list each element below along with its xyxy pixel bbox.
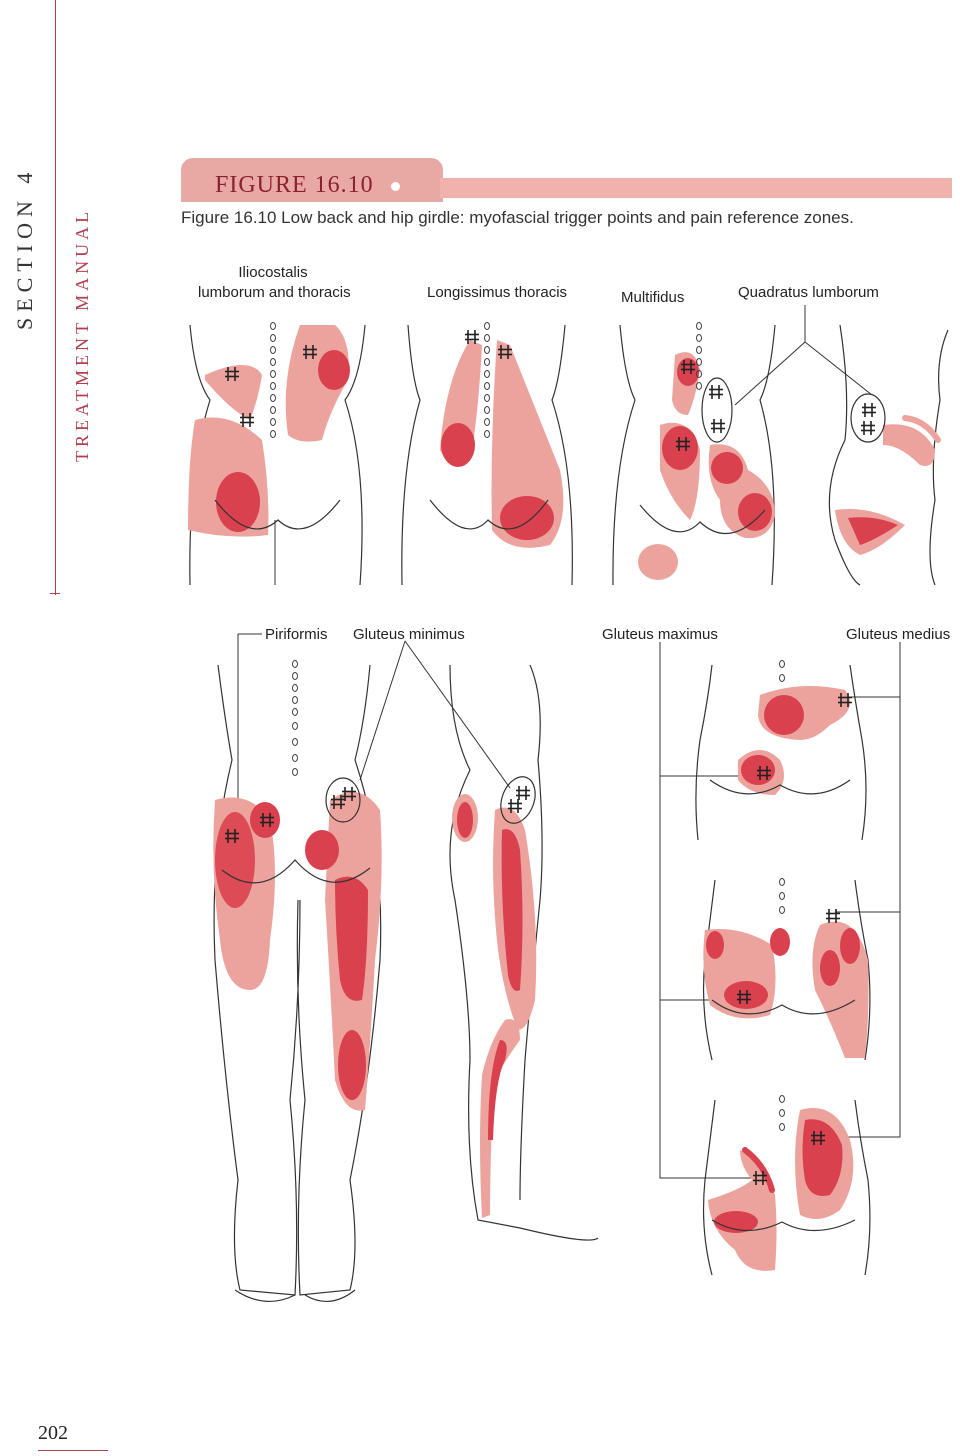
- hash-icon: [708, 384, 724, 400]
- panel-quadratus-lumborum: [734, 305, 949, 586]
- figure-caption: Figure 16.10 Low back and hip girdle: my…: [181, 208, 854, 227]
- label-gluteus-minimus: Gluteus minimus: [353, 626, 465, 643]
- figure-title-tab: [181, 158, 443, 202]
- panel-longissimus: [401, 322, 573, 586]
- bullet-icon: [391, 182, 400, 191]
- hash-icon: [710, 418, 726, 434]
- figure-title-bar: [440, 178, 952, 198]
- figure-title: FIGURE 16.10: [215, 172, 374, 198]
- label-longissimus: Longissimus thoracis: [427, 284, 568, 301]
- hash-icon: [515, 785, 531, 801]
- label-iliocostalis-line1: Iliocostalis: [238, 264, 308, 281]
- label-piriformis: Piriformis: [265, 626, 328, 643]
- hash-icon: [861, 402, 877, 418]
- sidebar-rule-tick: [50, 593, 60, 594]
- label-multifidus: Multifidus: [621, 289, 685, 306]
- panel-gluteus-max-medius: [659, 642, 901, 1276]
- hash-icon: [825, 908, 841, 924]
- page-number: 202: [38, 1422, 68, 1444]
- label-gluteus-medius: Gluteus medius: [846, 626, 951, 643]
- hash-icon: [860, 420, 876, 436]
- sidebar-rule: [55, 0, 56, 595]
- label-iliocostalis: Iliocostalis lumborum and thoracis: [198, 264, 351, 301]
- panel-piriformis-legs: [213, 633, 511, 1303]
- panel-iliocostalis: [188, 322, 366, 586]
- label-gluteus-maximus: Gluteus maximus: [602, 626, 718, 643]
- page-number-rule: [38, 1450, 108, 1451]
- panel-multifidus: [612, 322, 776, 586]
- label-quadratus-lumborum: Quadratus lumborum: [738, 284, 879, 301]
- label-iliocostalis-line2: lumborum and thoracis: [198, 284, 351, 301]
- panel-gluteus-minimus: [449, 664, 599, 1241]
